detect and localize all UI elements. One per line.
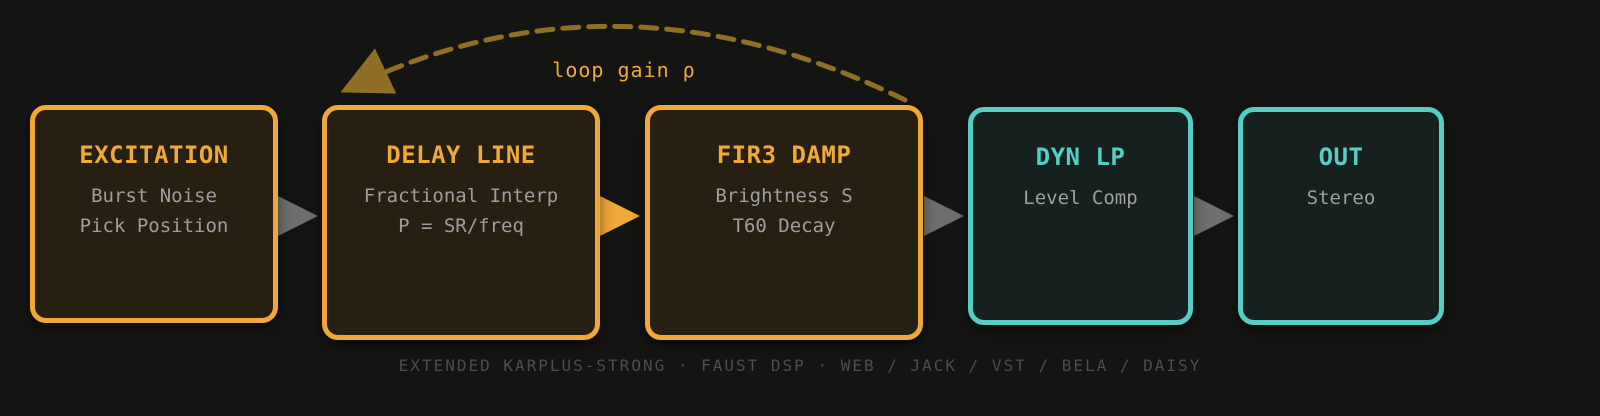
- node-body: Level Comp: [973, 183, 1188, 213]
- node-line: Fractional Interp: [363, 185, 559, 207]
- node-body: Burst Noise Pick Position: [35, 181, 273, 241]
- node-line: Burst Noise: [91, 185, 217, 207]
- footer-caption: EXTENDED KARPLUS-STRONG · FAUST DSP · WE…: [398, 356, 1202, 375]
- node-line: T60 Decay: [732, 215, 836, 237]
- feedback-arc: [340, 23, 908, 103]
- node-dyn-lp: DYN LP Level Comp: [968, 107, 1193, 325]
- node-title: DYN LP: [1035, 143, 1126, 171]
- node-body: Fractional Interp P = SR/freq: [327, 181, 595, 241]
- node-title: DELAY LINE: [386, 141, 536, 169]
- node-line: Stereo: [1306, 187, 1376, 209]
- node-title: EXCITATION: [79, 141, 229, 169]
- node-title: FIR3 DAMP: [716, 141, 852, 169]
- node-line: Level Comp: [1023, 187, 1138, 209]
- node-line: Brightness S: [715, 185, 853, 207]
- feedback-loop-label: loop gain ρ: [552, 58, 696, 82]
- node-excitation: EXCITATION Burst Noise Pick Position: [30, 105, 278, 323]
- node-line: Pick Position: [79, 215, 229, 237]
- node-body: Brightness S T60 Decay: [650, 181, 918, 241]
- node-out: OUT Stereo: [1238, 107, 1444, 325]
- node-delay-line: DELAY LINE Fractional Interp P = SR/freq: [322, 105, 600, 340]
- node-title: OUT: [1318, 143, 1364, 171]
- node-fir3-damp: FIR3 DAMP Brightness S T60 Decay: [645, 105, 923, 340]
- node-body: Stereo: [1243, 183, 1439, 213]
- node-line: P = SR/freq: [398, 215, 524, 237]
